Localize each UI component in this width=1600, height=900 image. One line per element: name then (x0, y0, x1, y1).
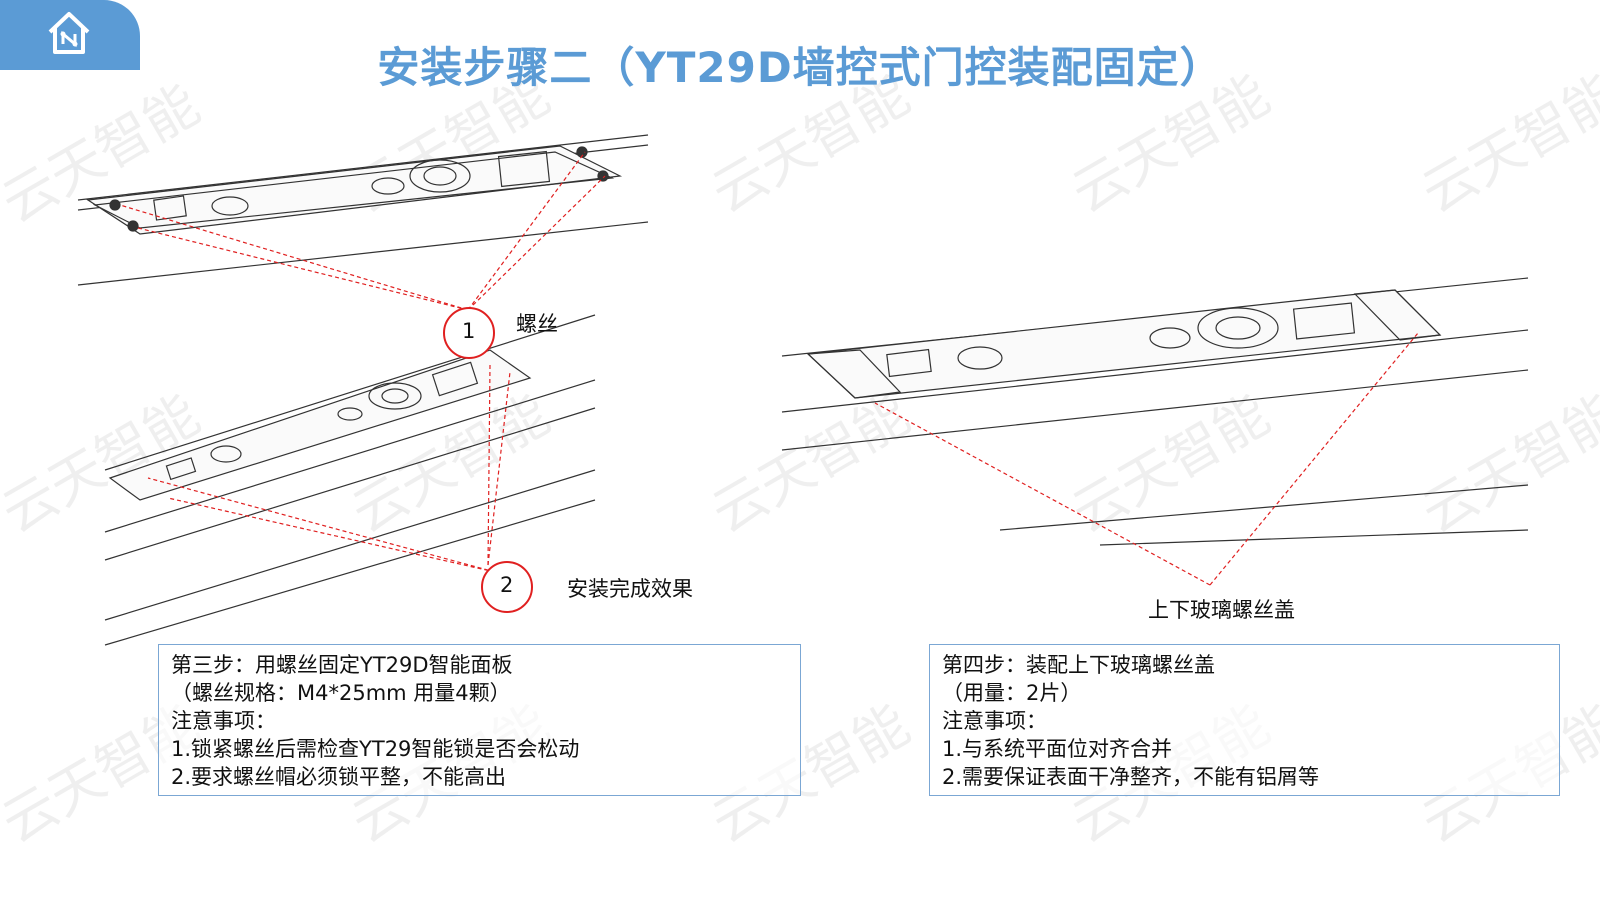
right-panel-drawing (781, 277, 1529, 546)
step4-line: 第四步：装配上下玻璃螺丝盖 (942, 653, 1215, 677)
step3-line: 第三步：用螺丝固定YT29D智能面板 (171, 653, 513, 677)
home-network-icon (48, 12, 90, 54)
callout-leader-lines (119, 151, 1419, 586)
callout-circle-1 (443, 307, 495, 359)
step3-line: （螺丝规格：M4*25mm 用量4颗） (171, 681, 511, 705)
step4-line: 1.与系统平面位对齐合并 (942, 737, 1173, 761)
step4-line: （用量：2片） (942, 681, 1082, 705)
step4-note-box: 第四步：装配上下玻璃螺丝盖 （用量：2片） 注意事项： 1.与系统平面位对齐合并… (929, 644, 1560, 796)
step4-line: 2.需要保证表面干净整齐，不能有铝屑等 (942, 765, 1320, 789)
step3-line: 1.锁紧螺丝后需检查YT29智能锁是否会松动 (171, 737, 580, 761)
home-button[interactable] (0, 0, 140, 70)
top-left-panel-drawing (77, 134, 649, 286)
right-callout-label: 上下玻璃螺丝盖 (1148, 598, 1295, 622)
callout-1-number: 1 (462, 319, 476, 343)
step4-line: 注意事项： (942, 709, 1047, 733)
callout-2-number: 2 (500, 573, 514, 597)
callout-2-label: 安装完成效果 (567, 577, 693, 601)
page-title: 安装步骤二（YT29D墙控式门控装配固定） (377, 43, 1223, 92)
step3-note-box: 第三步：用螺丝固定YT29D智能面板 （螺丝规格：M4*25mm 用量4颗） 注… (158, 644, 801, 796)
callout-1-label: 螺丝 (516, 312, 558, 336)
step3-line: 2.要求螺丝帽必须锁平整，不能高出 (171, 765, 507, 789)
callout-circle-2 (481, 561, 533, 613)
step3-line: 注意事项： (171, 709, 276, 733)
bottom-left-panel-drawing (104, 314, 596, 646)
